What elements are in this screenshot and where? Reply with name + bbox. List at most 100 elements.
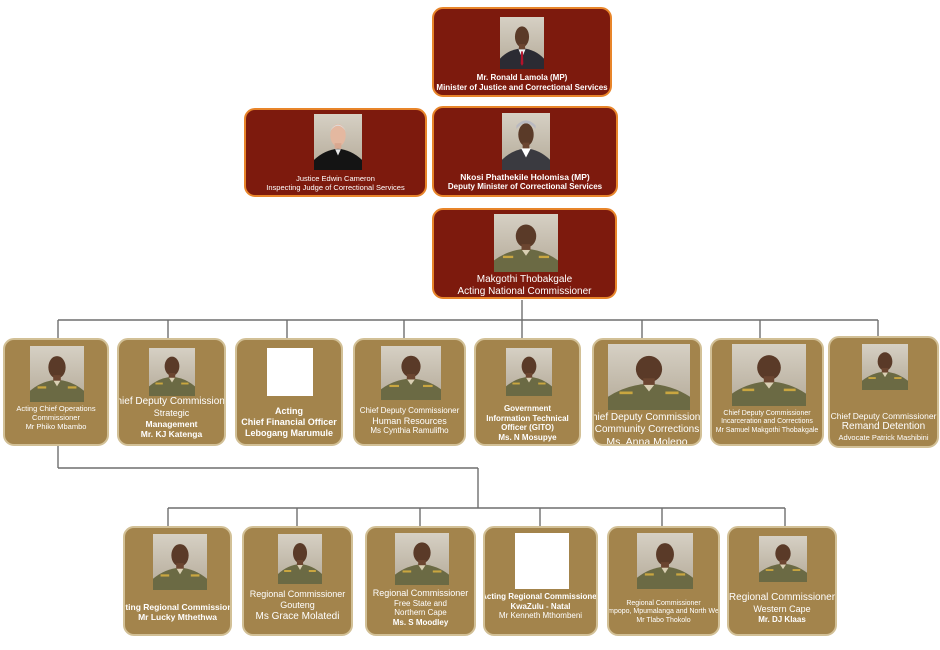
box-caption: Mr. Ronald Lamola (MP)Minister of Justic…: [436, 73, 608, 92]
caption-line: Regional Commissioner: [249, 589, 346, 599]
caption-line: Limpopo, Mpumalanga and North West: [607, 608, 720, 616]
caption-line: Mr. KJ Katenga: [140, 428, 203, 439]
box-caption: Nkosi Phathekile Holomisa (MP)Deputy Min…: [437, 172, 613, 192]
caption-line: Officer (GITO): [501, 423, 554, 433]
org-box-minister[interactable]: Mr. Ronald Lamola (MP)Minister of Justic…: [432, 7, 612, 97]
portrait-photo: [506, 348, 552, 396]
caption-line: Information Technical: [486, 413, 569, 423]
caption-line: Mr Samuel Makgothi Thobakgale: [715, 426, 819, 434]
caption-line: Minister of Justice and Correctional Ser…: [436, 82, 608, 92]
caption-line: Chief Deputy Commissioner: [359, 406, 460, 415]
caption-line: Ms. Anna Molepo: [606, 436, 688, 446]
caption-line: Lebogang Marumule: [244, 427, 333, 438]
portrait-photo: [608, 344, 690, 410]
caption-line: Commissioner: [32, 413, 80, 422]
portrait-photo: [862, 344, 908, 390]
caption-line: Mr. Ronald Lamola (MP): [476, 73, 568, 82]
photo-placeholder: [267, 348, 313, 396]
portrait-photo: [395, 533, 449, 585]
caption-line: Western Cape: [753, 604, 811, 614]
caption-line: Acting Regional Commissioner: [125, 602, 230, 612]
caption-line: Gouteng: [280, 599, 315, 610]
caption-line: Free State and: [394, 598, 447, 608]
caption-line: Deputy Minister of Correctional Services: [447, 182, 603, 192]
caption-line: Chief Deputy Commissioner: [117, 396, 225, 407]
portrait-photo: [500, 17, 544, 69]
caption-line: Ms Cynthia Ramulifho: [370, 426, 449, 436]
org-box-community[interactable]: Chief Deputy CommissionerCommunity Corre…: [592, 338, 702, 446]
caption-line: Nkosi Phathekile Holomisa (MP): [460, 172, 590, 182]
caption-line: Northern Cape: [394, 608, 447, 618]
caption-line: Justice Edwin Cameron: [296, 174, 375, 183]
caption-line: Regional Commissioner: [728, 592, 836, 603]
org-box-strategic[interactable]: Chief Deputy CommissionerStrategicManage…: [117, 338, 226, 446]
caption-line: Regional Commissioner: [372, 588, 469, 598]
caption-line: Mr Phiko Mbambo: [25, 422, 87, 431]
caption-line: Government: [503, 404, 552, 413]
photo-placeholder: [515, 533, 569, 589]
caption-line: Mr Kenneth Mthombeni: [498, 611, 583, 621]
caption-line: Community Corrections: [594, 424, 700, 435]
caption-line: KwaZulu - Natal: [510, 601, 571, 611]
portrait-photo: [502, 113, 550, 170]
caption-line: Chief Deputy Commissioner: [723, 410, 811, 417]
caption-line: Ms Grace Molatedi: [255, 610, 340, 622]
caption-line: Management: [145, 418, 198, 429]
box-caption: Chief Deputy CommissionerStrategicManage…: [119, 396, 224, 439]
org-box-deputy-minister[interactable]: Nkosi Phathekile Holomisa (MP)Deputy Min…: [432, 106, 618, 197]
caption-line: Incarceration and Corrections: [721, 418, 813, 426]
caption-line: Strategic: [153, 408, 190, 418]
caption-line: Inspecting Judge of Correctional Service…: [266, 183, 405, 192]
caption-line: Chief Deputy Commissioner: [830, 411, 937, 421]
caption-line: Ms. S Moodley: [392, 617, 449, 627]
caption-line: Human Resources: [372, 415, 447, 426]
caption-line: Remand Detention: [841, 421, 926, 433]
portrait-photo: [637, 533, 693, 589]
portrait-photo: [278, 534, 322, 584]
caption-line: Makgothi Thobakgale: [476, 274, 573, 285]
portrait-photo: [30, 346, 84, 402]
portrait-photo: [759, 536, 807, 582]
caption-line: Acting: [275, 406, 303, 416]
caption-line: Mr Tlabo Thokolo: [636, 616, 691, 624]
caption-line: Chief Financial Officer: [241, 416, 337, 427]
caption-line: Acting National Commissioner: [457, 286, 592, 297]
caption-line: Regional Commissioner: [626, 600, 701, 607]
caption-line: Acting Regional Commissioner: [483, 592, 598, 601]
portrait-photo: [149, 348, 195, 396]
caption-line: Mr Lucky Mthethwa: [138, 612, 217, 623]
portrait-photo: [153, 534, 207, 590]
portrait-photo: [314, 114, 362, 170]
caption-line: Acting Chief Operations: [16, 404, 96, 413]
caption-line: Chief Deputy Commissioner: [592, 412, 701, 423]
portrait-photo: [732, 344, 806, 406]
